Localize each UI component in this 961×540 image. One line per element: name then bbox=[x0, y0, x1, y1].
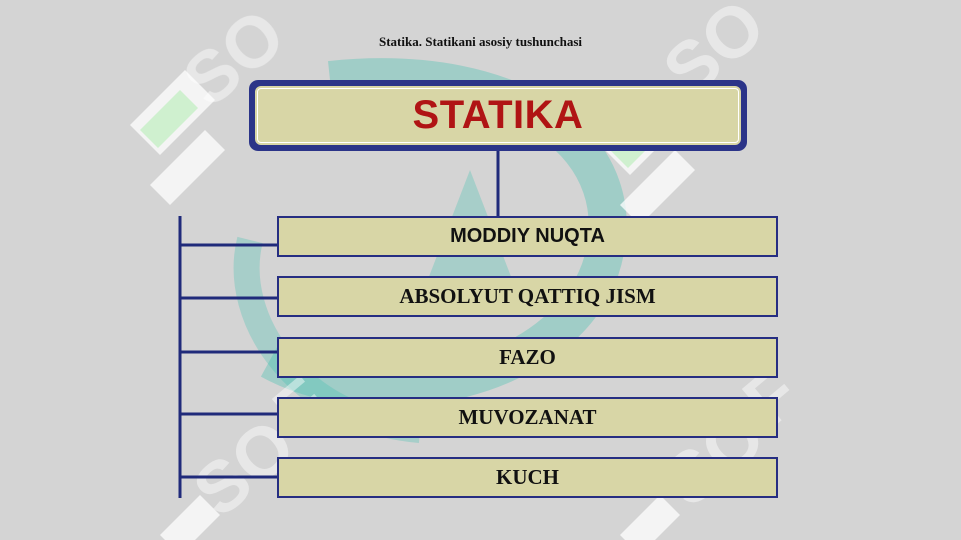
node-kuch: KUCH bbox=[277, 457, 778, 498]
node-absolyut-qattiq-jism: ABSOLYUT QATTIQ JISM bbox=[277, 276, 778, 317]
root-node-inner: STATIKA bbox=[255, 86, 741, 145]
node-moddiy-nuqta: MODDIY NUQTA bbox=[277, 216, 778, 257]
root-node: STATIKA bbox=[249, 80, 747, 151]
page-title: Statika. Statikani asosiy tushunchasi bbox=[378, 34, 582, 49]
node-label: MUVOZANAT bbox=[458, 405, 597, 429]
root-node-label: STATIKA bbox=[412, 93, 584, 137]
node-muvozanat: MUVOZANAT bbox=[277, 397, 778, 438]
node-label: FAZO bbox=[499, 345, 556, 369]
node-label: MODDIY NUQTA bbox=[450, 225, 605, 247]
node-label: KUCH bbox=[496, 465, 559, 489]
node-label: ABSOLYUT QATTIQ JISM bbox=[399, 284, 656, 308]
node-fazo: FAZO bbox=[277, 337, 778, 378]
